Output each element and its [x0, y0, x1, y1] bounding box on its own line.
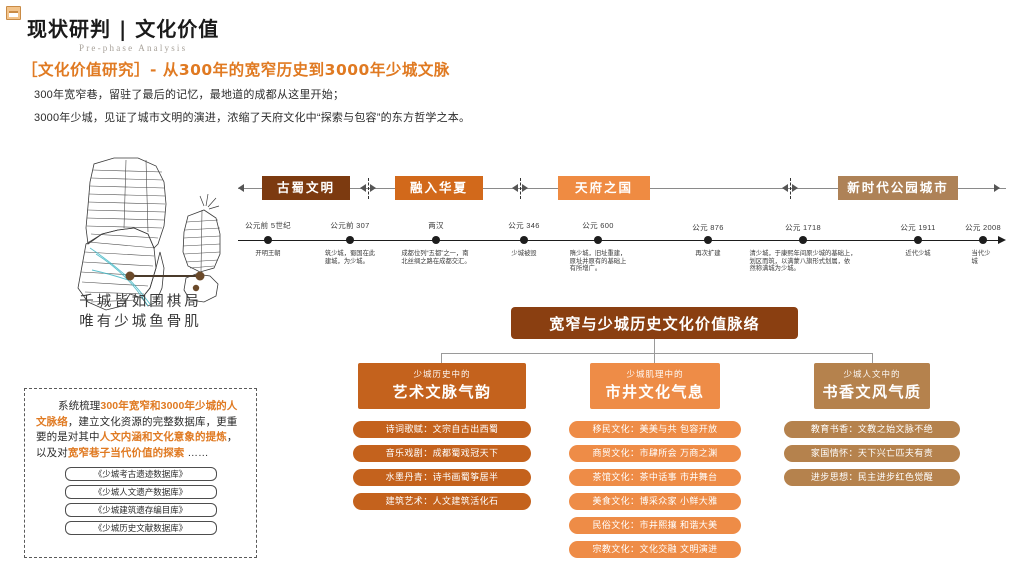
value-item-pill[interactable]: 建筑艺术：人文建筑活化石: [353, 493, 531, 510]
timeline-event-dot: [432, 236, 440, 244]
timeline-right-arrow-icon: [994, 184, 1000, 192]
map-caption-line-1: 千城皆如围棋局: [79, 294, 202, 310]
timeline-event-date: 公元前 5世纪: [245, 221, 291, 230]
value-item-pill[interactable]: 美食文化：博采众家 小鲜大雅: [569, 493, 741, 510]
value-item-pill[interactable]: 移民文化：美美与共 包容开放: [569, 421, 741, 438]
note-plain: ，建立文化资源的完整数据库，更重要的是对其中: [36, 415, 238, 444]
database-item[interactable]: 《少城历史文献数据库》: [64, 521, 217, 535]
timeline-event-dot: [346, 236, 354, 244]
page-header: 现状研判 | 文化价值 Pre-phase Analysis: [27, 13, 219, 53]
section-title: ［文化价值研究］- 从300年的宽窄历史到3000年少城文脉: [22, 61, 450, 79]
value-item-pill[interactable]: 诗词歌赋：文宗自古出西蜀: [353, 421, 531, 438]
timeline-event-dot: [704, 236, 712, 244]
value-column-title: 艺术文脉气韵: [392, 383, 492, 401]
note-plain: 系统梳理: [58, 400, 101, 412]
timeline-event-date: 公元前 307: [330, 221, 370, 230]
timeline-event-dot: [594, 236, 602, 244]
timeline-era-1: 古蜀文明: [262, 176, 350, 200]
timeline-divider-arrow-right-icon: [792, 184, 798, 192]
timeline-divider-arrow-left-icon: [782, 184, 788, 192]
timeline-event-dot: [979, 236, 987, 244]
timeline-event-dot: [520, 236, 528, 244]
value-item-pill[interactable]: 茶馆文化：茶中话事 市井舞台: [569, 469, 741, 486]
timeline-event-desc: 成都位列“五都”之一，南北丝绸之路在成都交汇。: [401, 250, 471, 265]
note-highlight: 人文内涵和文化意象的提炼: [99, 431, 227, 443]
value-item-pill[interactable]: 音乐戏剧：成都蜀戏冠天下: [353, 445, 531, 462]
timeline-divider-1: [368, 178, 369, 199]
tree-stem: [654, 339, 655, 353]
value-item-pill[interactable]: 进步思想：民主进步红色觉醒: [784, 469, 960, 486]
timeline-event-desc: 清少城，于康熙年间原少城的基础上，划区而筑，以满蒙八旗形式划属，依然称满城为少城…: [749, 250, 857, 273]
note-highlight: 宽窄巷子当代价值的探索: [67, 446, 185, 459]
value-column-subtitle: 少城人文中的: [843, 370, 901, 380]
history-timeline: 古蜀文明 融入华夏 天府之国 新时代公园城市公元前 5世纪开明王朝 公元前 307 筑少城…: [238, 176, 1006, 272]
value-item-pill[interactable]: 家国情怀：天下兴亡匹夫有责: [784, 445, 960, 462]
value-item-pill[interactable]: 宗教文化：文化交融 文明演进: [569, 541, 741, 558]
timeline-divider-arrow-left-icon: [512, 184, 518, 192]
document-icon: [6, 6, 21, 20]
value-column-header-3: 少城人文中的书香文风气质: [814, 363, 930, 409]
lead-paragraphs: 300年宽窄巷，留驻了最后的记忆，最地道的成都从这里开始； 3000年少城，见证…: [34, 86, 470, 132]
timeline-event-date: 两汉: [428, 221, 444, 230]
timeline-event-desc: 隋少城，旧址重建，原址并原有的基础上有所增广。: [569, 250, 627, 273]
timeline-divider-3: [790, 178, 791, 199]
value-column-title: 市井文化气息: [605, 383, 705, 401]
timeline-event-date: 公元 600: [582, 221, 614, 230]
timeline-divider-arrow-right-icon: [370, 184, 376, 192]
timeline-left-arrow-icon: [238, 184, 244, 192]
value-column-subtitle: 少城肌理中的: [626, 370, 684, 380]
value-item-pill[interactable]: 民俗文化：市井熙攘 和谐大美: [569, 517, 741, 534]
value-item-pill[interactable]: 水墨丹青：诗书画蜀筝居半: [353, 469, 531, 486]
timeline-event-desc: 再次扩建: [695, 250, 721, 257]
timeline-event-date: 公元 2008: [965, 223, 1001, 232]
timeline-event-dot: [264, 236, 272, 244]
database-item[interactable]: 《少城考古遗迹数据库》: [64, 467, 217, 481]
page-subtitle: Pre-phase Analysis: [79, 43, 188, 53]
database-list: 《少城考古遗迹数据库》《少城人文遗产数据库》《少城建筑遗存编目库》《少城历史文献…: [36, 467, 245, 535]
value-item-pill[interactable]: 商贸文化：市肆所会 万商之渊: [569, 445, 741, 462]
timeline-event-dot: [799, 236, 807, 244]
value-tree-root: 宽窄与少城历史文化价值脉络: [511, 307, 798, 339]
database-item[interactable]: 《少城建筑遗存编目库》: [64, 503, 217, 517]
timeline-event-date: 公元 876: [692, 223, 724, 232]
value-column-header-1: 少城历史中的艺术文脉气韵: [358, 363, 526, 409]
tree-branch-3: [872, 353, 873, 363]
lead-line-1: 300年宽窄巷，留驻了最后的记忆，最地道的成都从这里开始；: [34, 89, 345, 101]
value-item-pill[interactable]: 教育书香：文教之始文脉不绝: [784, 421, 960, 438]
tree-branch-1: [441, 353, 442, 363]
note-plain: ……: [184, 446, 209, 459]
map-caption-line-2: 唯有少城鱼骨肌: [79, 314, 202, 330]
hand-drawn-city-plan-icon: [38, 148, 243, 348]
lead-line-2: 3000年少城，见证了城市文明的演进，浓缩了天府文化中“探索与包容”的东方哲学之…: [34, 112, 471, 124]
timeline-axis: [238, 240, 1000, 241]
timeline-event-desc: 当代少城: [971, 250, 991, 265]
timeline-divider-arrow-right-icon: [522, 184, 528, 192]
summary-note-box: 系统梳理300年宽窄和3000年少城的人文脉络，建立文化资源的完整数据库，更重要…: [24, 388, 257, 558]
map-caption: 千城皆如围棋局 唯有少城鱼骨肌: [38, 292, 243, 332]
timeline-event-dot: [914, 236, 922, 244]
timeline-era-3: 天府之国: [558, 176, 650, 200]
value-column-subtitle: 少城历史中的: [413, 370, 471, 380]
timeline-era-2: 融入华夏: [395, 176, 483, 200]
note-highlight: 300年宽窄和3000年少城的人文脉络: [36, 400, 238, 428]
timeline-event-desc: 近代少城: [905, 250, 931, 257]
timeline-event-desc: 开明王朝: [255, 250, 281, 257]
value-column-header-2: 少城肌理中的市井文化气息: [590, 363, 720, 409]
timeline-axis-arrow-icon: [998, 236, 1006, 244]
tree-branch-2: [654, 353, 655, 363]
timeline-divider-2: [520, 178, 521, 199]
timeline-era-4: 新时代公园城市: [838, 176, 958, 200]
timeline-event-desc: 筑少城，蜀国在此建城，为少城。: [324, 250, 376, 265]
timeline-event-desc: 少城被毁: [511, 250, 537, 257]
page-title: 现状研判 | 文化价值: [27, 17, 220, 41]
database-item[interactable]: 《少城人文遗产数据库》: [64, 485, 217, 499]
note-plain: ，以及对: [36, 431, 238, 459]
tree-bar: [441, 353, 873, 354]
timeline-event-date: 公元 346: [508, 221, 540, 230]
summary-note-text: 系统梳理300年宽窄和3000年少城的人文脉络，建立文化资源的完整数据库，更重要…: [36, 399, 245, 461]
timeline-event-date: 公元 1718: [785, 223, 821, 232]
timeline-event-date: 公元 1911: [900, 223, 936, 232]
timeline-divider-arrow-left-icon: [360, 184, 366, 192]
value-column-title: 书香文风气质: [822, 383, 922, 401]
